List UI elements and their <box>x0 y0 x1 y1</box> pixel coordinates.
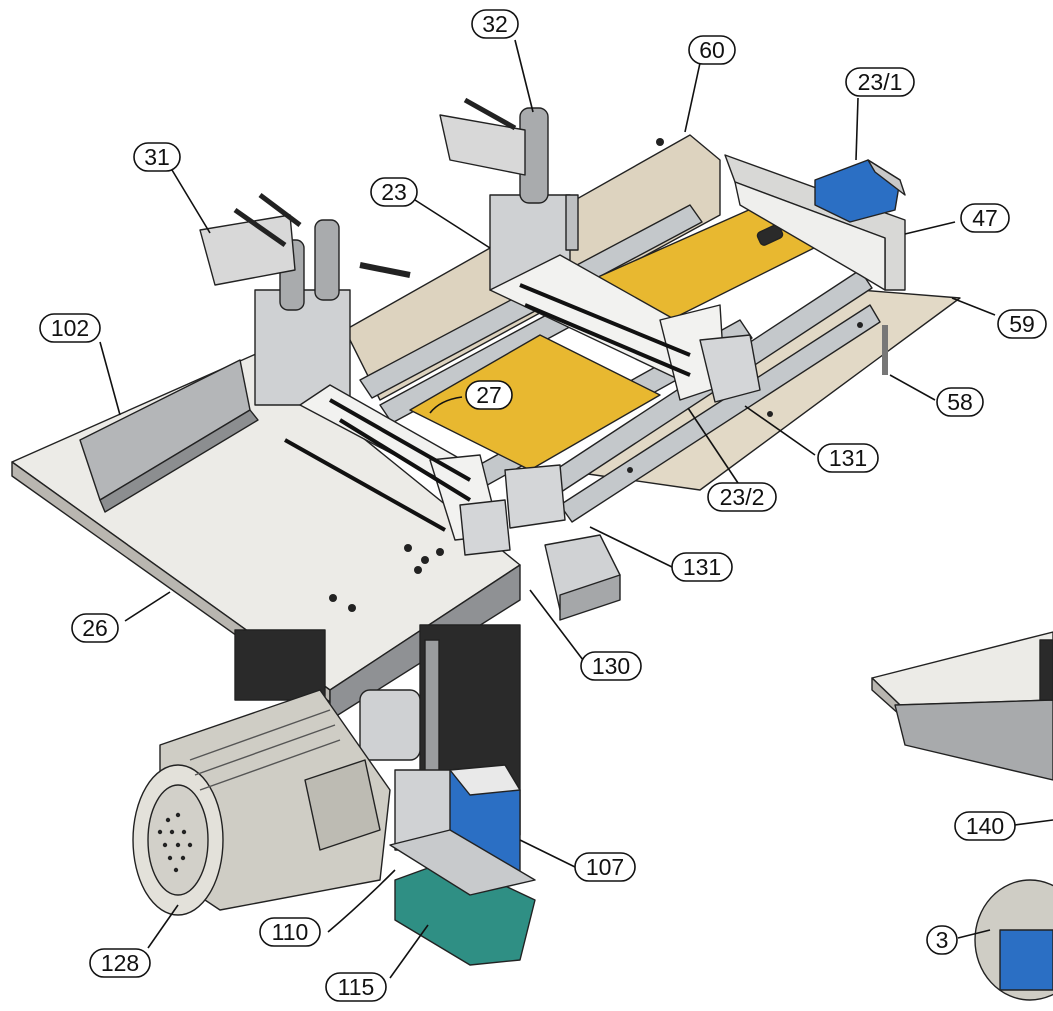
callout-number: 115 <box>338 974 375 1000</box>
callout-number: 31 <box>144 144 170 170</box>
callout-c47: 47 <box>960 203 1010 233</box>
callout-c60: 60 <box>688 35 736 65</box>
callout-balloon <box>688 35 736 65</box>
callout-c102: 102 <box>39 313 101 343</box>
callout-c232: 23/2 <box>707 482 777 512</box>
callout-balloon <box>707 482 777 512</box>
callout-labels: 32 60 23/1 31 23 47 102 59 58 27 131 23/2 131 26 130 10… <box>39 9 1047 1002</box>
servo-motor-23-1 <box>814 159 906 223</box>
callout-number: 59 <box>1009 311 1035 337</box>
callout-number: 32 <box>482 11 508 37</box>
callout-number: 128 <box>101 950 139 976</box>
callout-number: 110 <box>272 919 309 945</box>
ac-motor-128 <box>132 689 391 916</box>
callout-number: 26 <box>82 615 108 641</box>
lead-screws <box>284 283 691 532</box>
callout-c231: 23/1 <box>845 67 915 97</box>
callout-c128: 128 <box>89 948 151 978</box>
callout-balloon <box>926 925 958 955</box>
callout-number: 130 <box>592 653 630 679</box>
callout-balloon <box>370 177 418 207</box>
callout-balloon <box>960 203 1010 233</box>
leader-lines <box>99 39 1053 979</box>
callout-c3: 3 <box>926 925 958 955</box>
callout-balloon <box>574 852 636 882</box>
callout-balloon <box>817 443 879 473</box>
callout-number: 131 <box>829 445 867 471</box>
partial-adjacent-machine <box>871 631 1053 1001</box>
bearing-blocks-131 <box>459 334 761 556</box>
machine-illustration <box>11 97 1053 1001</box>
callout-c58: 58 <box>936 387 984 417</box>
callout-balloon <box>580 651 642 681</box>
callout-balloon <box>71 613 119 643</box>
callout-balloon <box>39 313 101 343</box>
callout-balloon <box>133 142 181 172</box>
callout-balloon <box>845 67 915 97</box>
gearbox-115 <box>389 829 536 966</box>
callout-c107: 107 <box>574 852 636 882</box>
callout-c130: 130 <box>580 651 642 681</box>
yellow-beam-slot <box>756 224 784 246</box>
callout-balloon <box>471 9 519 39</box>
callout-c131a: 131 <box>817 443 879 473</box>
callout-number: 60 <box>699 37 725 63</box>
callout-c26: 26 <box>71 613 119 643</box>
callout-c23: 23 <box>370 177 418 207</box>
callout-number: 58 <box>947 389 973 415</box>
sensor-block-130 <box>544 534 621 621</box>
callout-c32: 32 <box>471 9 519 39</box>
callout-c27: 27 <box>465 380 513 410</box>
callout-c31: 31 <box>133 142 181 172</box>
callout-number: 23/1 <box>858 69 903 95</box>
table-holes <box>329 138 863 612</box>
callout-c110: 110 <box>259 917 321 947</box>
callout-number: 3 <box>936 927 949 953</box>
callout-balloon <box>997 309 1047 339</box>
callout-number: 23/2 <box>720 484 765 510</box>
callout-balloon <box>954 811 1016 841</box>
callout-number: 131 <box>683 554 721 580</box>
callout-balloon <box>671 552 733 582</box>
callout-number: 23 <box>381 179 407 205</box>
callout-balloon <box>89 948 151 978</box>
callout-balloon <box>259 917 321 947</box>
callout-c131b: 131 <box>671 552 733 582</box>
callout-number: 102 <box>51 315 89 341</box>
callout-number: 107 <box>586 854 624 880</box>
clamp-column-31 <box>199 193 411 406</box>
callout-c140: 140 <box>954 811 1016 841</box>
callout-number: 140 <box>966 813 1004 839</box>
callout-balloon <box>936 387 984 417</box>
callout-number: 27 <box>476 382 502 408</box>
callout-balloon <box>465 380 513 410</box>
callout-number: 47 <box>972 205 998 231</box>
yellow-beam-front <box>409 334 661 471</box>
callout-c59: 59 <box>997 309 1047 339</box>
callout-balloon <box>325 972 387 1002</box>
callout-c115: 115 <box>325 972 387 1002</box>
